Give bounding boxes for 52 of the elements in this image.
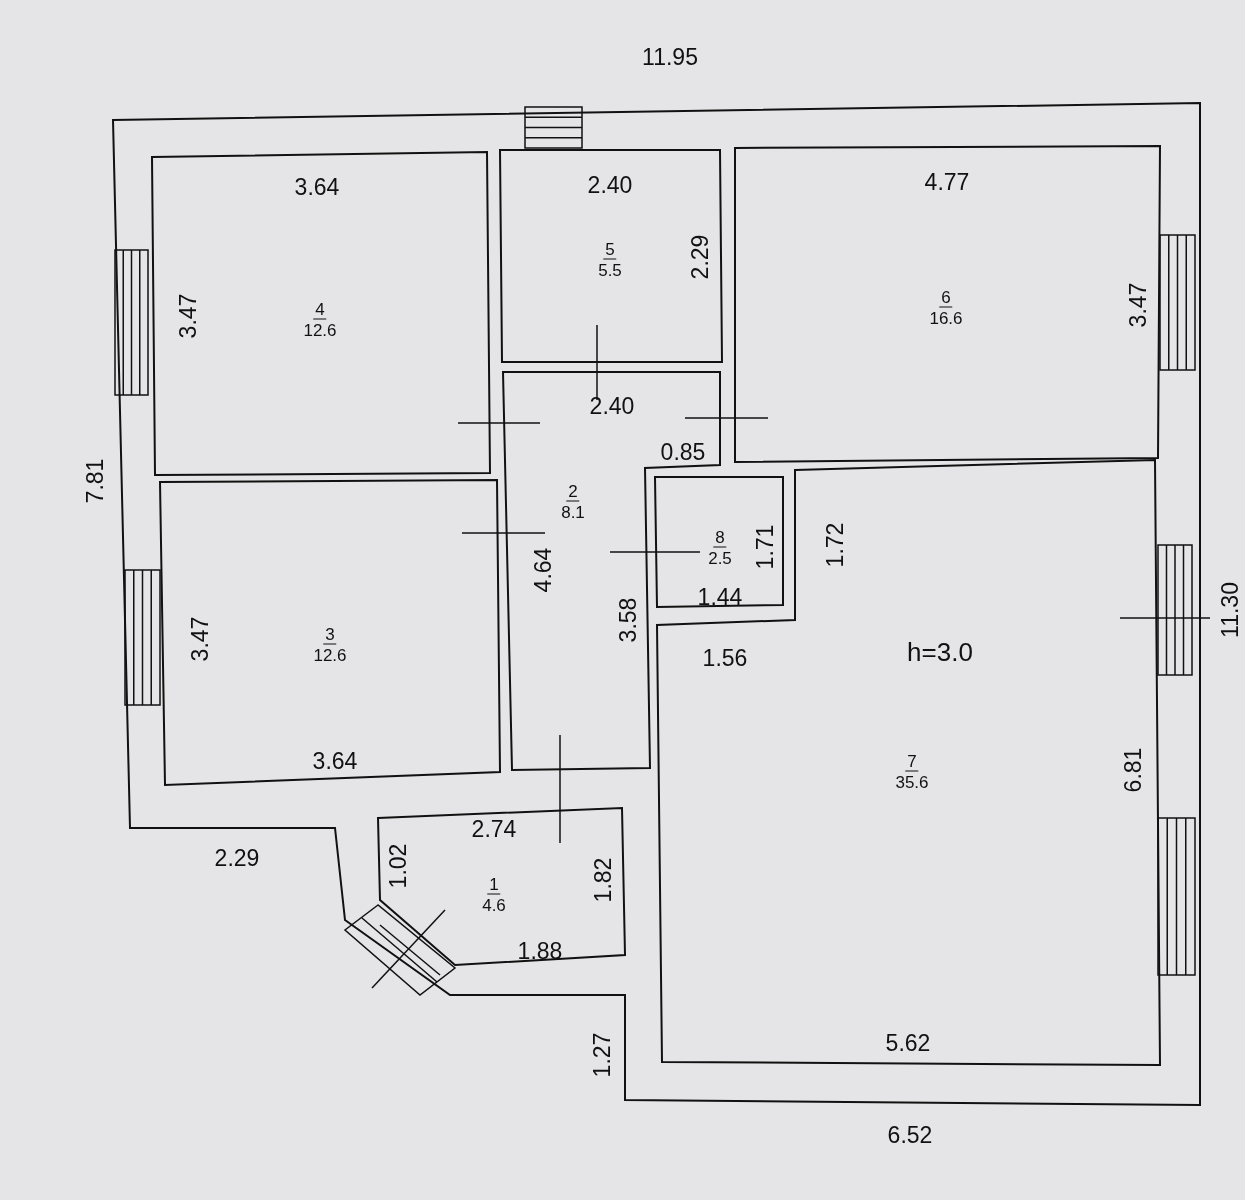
dimension-label: 2.40 [587, 173, 633, 197]
dimension-label: 2.74 [471, 817, 517, 841]
dimension-label: 1.56 [702, 646, 748, 670]
room-area: 4.6 [482, 896, 506, 914]
room-number: 4 [313, 300, 327, 320]
room-area: 2.5 [708, 549, 732, 567]
room-area: 12.6 [303, 321, 337, 339]
dimension-label: 2.29 [688, 234, 712, 280]
dimension-label: 5.62 [885, 1031, 931, 1055]
dimension-label: 11.30 [1218, 582, 1242, 638]
dimension-label: 2.29 [214, 846, 260, 870]
ceiling-height-label: h=3.0 [907, 639, 973, 665]
dimension-label: 1.88 [517, 939, 563, 963]
room [655, 477, 783, 607]
room-number: 5 [603, 240, 617, 260]
room-area: 5.5 [598, 261, 622, 279]
room [735, 146, 1160, 462]
room-area: 16.6 [929, 309, 963, 327]
dimension-label: 1.82 [591, 857, 615, 903]
room [152, 152, 490, 475]
room-area: 35.6 [895, 773, 929, 791]
dimension-label: 4.64 [531, 547, 555, 593]
dimension-label: 3.64 [312, 749, 358, 773]
dimension-label: 3.47 [188, 616, 212, 662]
dimension-label: 11.95 [642, 45, 698, 69]
dimension-label: 3.47 [1126, 282, 1150, 328]
room-number: 6 [939, 288, 953, 308]
dimension-label: 1.02 [386, 843, 410, 889]
room [160, 480, 500, 785]
dimension-label: 3.47 [176, 293, 200, 339]
room-number: 8 [713, 528, 727, 548]
room-number: 7 [905, 752, 919, 772]
room [378, 808, 625, 965]
dimension-label: 4.77 [924, 170, 970, 194]
room-area: 12.6 [313, 646, 347, 664]
dimension-label: 0.85 [660, 440, 706, 464]
room [500, 150, 722, 362]
dimension-label: 1.71 [753, 524, 777, 570]
dimension-label: 1.27 [590, 1032, 614, 1078]
room-number: 1 [487, 875, 501, 895]
dimension-label: 7.81 [83, 458, 107, 504]
dimension-label: 3.58 [616, 597, 640, 643]
dimension-label: 1.44 [697, 585, 743, 609]
room-number: 2 [566, 482, 580, 502]
room-number: 3 [323, 625, 337, 645]
dimension-label: 3.64 [294, 175, 340, 199]
dimension-label: 6.52 [887, 1123, 933, 1147]
room [657, 460, 1160, 1065]
dimension-label: 1.72 [823, 522, 847, 568]
room-area: 8.1 [561, 503, 585, 521]
dimension-label: 6.81 [1121, 747, 1145, 793]
dimension-label: 2.40 [589, 394, 635, 418]
